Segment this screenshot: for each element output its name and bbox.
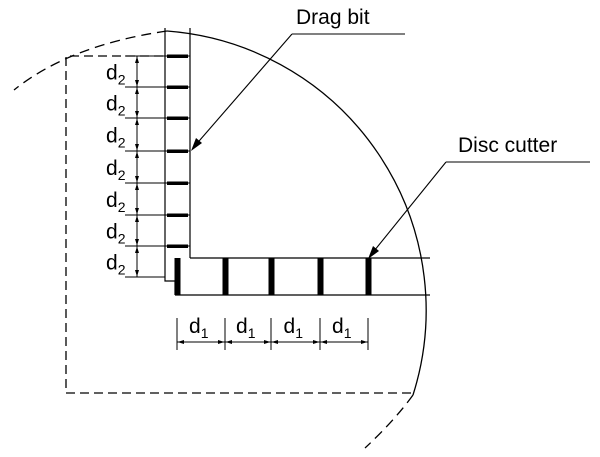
dimension-arrowhead — [135, 87, 139, 94]
drag-bit-leader-line — [192, 33, 293, 149]
drag-bit — [167, 54, 188, 58]
dimension-arrowhead — [135, 270, 139, 277]
dimension-arrowhead — [135, 208, 139, 215]
disc-cutter — [268, 258, 275, 295]
dimension-arrowhead — [218, 340, 225, 344]
horizontal-spacing-subscript: 1 — [295, 325, 303, 341]
dimension-arrowhead — [135, 215, 139, 222]
dimension-arrowhead — [264, 340, 271, 344]
vertical-spacing-label: d2 — [106, 62, 126, 88]
disc-cutter — [317, 258, 324, 295]
dimension-arrowhead — [135, 183, 139, 190]
dimension-arrowhead — [313, 340, 320, 344]
dimension-arrowhead — [320, 340, 327, 344]
dimension-arrowhead — [135, 80, 139, 87]
dimension-arrowhead — [135, 118, 139, 125]
drag-bit — [167, 85, 188, 89]
cutterhead-outline-arc — [166, 30, 427, 396]
vertical-spacing-label: d2 — [106, 157, 126, 183]
vertical-spacing-label: d2 — [106, 93, 126, 119]
drag-bit — [167, 116, 188, 120]
vertical-spacing-subscript: 2 — [118, 231, 126, 247]
disc-cutter-label: Disc cutter — [458, 134, 557, 157]
dimension-arrowhead — [135, 144, 139, 151]
horizontal-spacing-label: d1 — [236, 315, 256, 341]
horizontal-spacing-label: d1 — [332, 315, 352, 341]
disc-cutter — [174, 258, 181, 295]
horizontal-spacing-subscript: 1 — [201, 325, 209, 341]
dimension-arrowhead — [177, 340, 184, 344]
horizontal-dimension-chain: d1 d1 d1 d1 — [176, 315, 369, 350]
dimension-arrowhead — [135, 246, 139, 253]
disc-cutter-leader-arrowhead — [368, 246, 379, 259]
cutterhead-outline-left-dashed-arc — [13, 30, 168, 91]
horizontal-spacing-label: d1 — [284, 315, 304, 341]
drag-bit-leader-arrowhead — [191, 138, 202, 151]
horizontal-spacing-subscript: 1 — [344, 325, 352, 341]
disc-cutter — [365, 258, 372, 295]
dimension-arrowhead — [135, 56, 139, 63]
dimension-arrowhead — [225, 340, 232, 344]
drag-bit — [167, 181, 188, 185]
drag-bit-label: Drag bit — [296, 6, 370, 29]
drag-bit — [167, 244, 188, 248]
horizontal-spacing-label: d1 — [189, 315, 209, 341]
drag-bit — [167, 149, 188, 153]
dimension-arrowhead — [135, 239, 139, 246]
quadrant-dashed-border — [65, 55, 412, 394]
dimension-arrowhead — [135, 151, 139, 158]
vertical-spacing-subscript: 2 — [118, 135, 126, 151]
drag-bits-group — [165, 54, 190, 248]
dimension-arrowhead — [135, 111, 139, 118]
vertical-spacing-label: d2 — [106, 221, 126, 247]
disc-cutters-group — [174, 258, 372, 295]
vertical-spacing-label: d2 — [106, 189, 126, 215]
dimension-arrowhead — [271, 340, 278, 344]
vertical-spacing-subscript: 2 — [118, 199, 126, 215]
dimension-arrowhead — [361, 340, 368, 344]
vertical-spacing-subscript: 2 — [118, 167, 126, 183]
drag-bit — [167, 213, 188, 217]
disc-cutter — [222, 258, 229, 295]
vertical-spacing-subscript: 2 — [118, 262, 126, 278]
vertical-spacing-subscript: 2 — [118, 72, 126, 88]
dimension-arrowhead — [135, 176, 139, 183]
vertical-spacing-label: d2 — [106, 125, 126, 151]
vertical-spacing-subscript: 2 — [118, 103, 126, 119]
horizontal-spacing-subscript: 1 — [248, 325, 256, 341]
vertical-arm-strip — [164, 28, 176, 295]
disc-cutter-leader-line — [369, 161, 447, 257]
cutterhead-outline-bottom-dashed-arc — [364, 394, 414, 449]
vertical-spacing-label: d2 — [106, 252, 126, 278]
vertical-dimension-chain: d2 d2 d2 d2 d2 d2 d2 — [106, 55, 165, 278]
